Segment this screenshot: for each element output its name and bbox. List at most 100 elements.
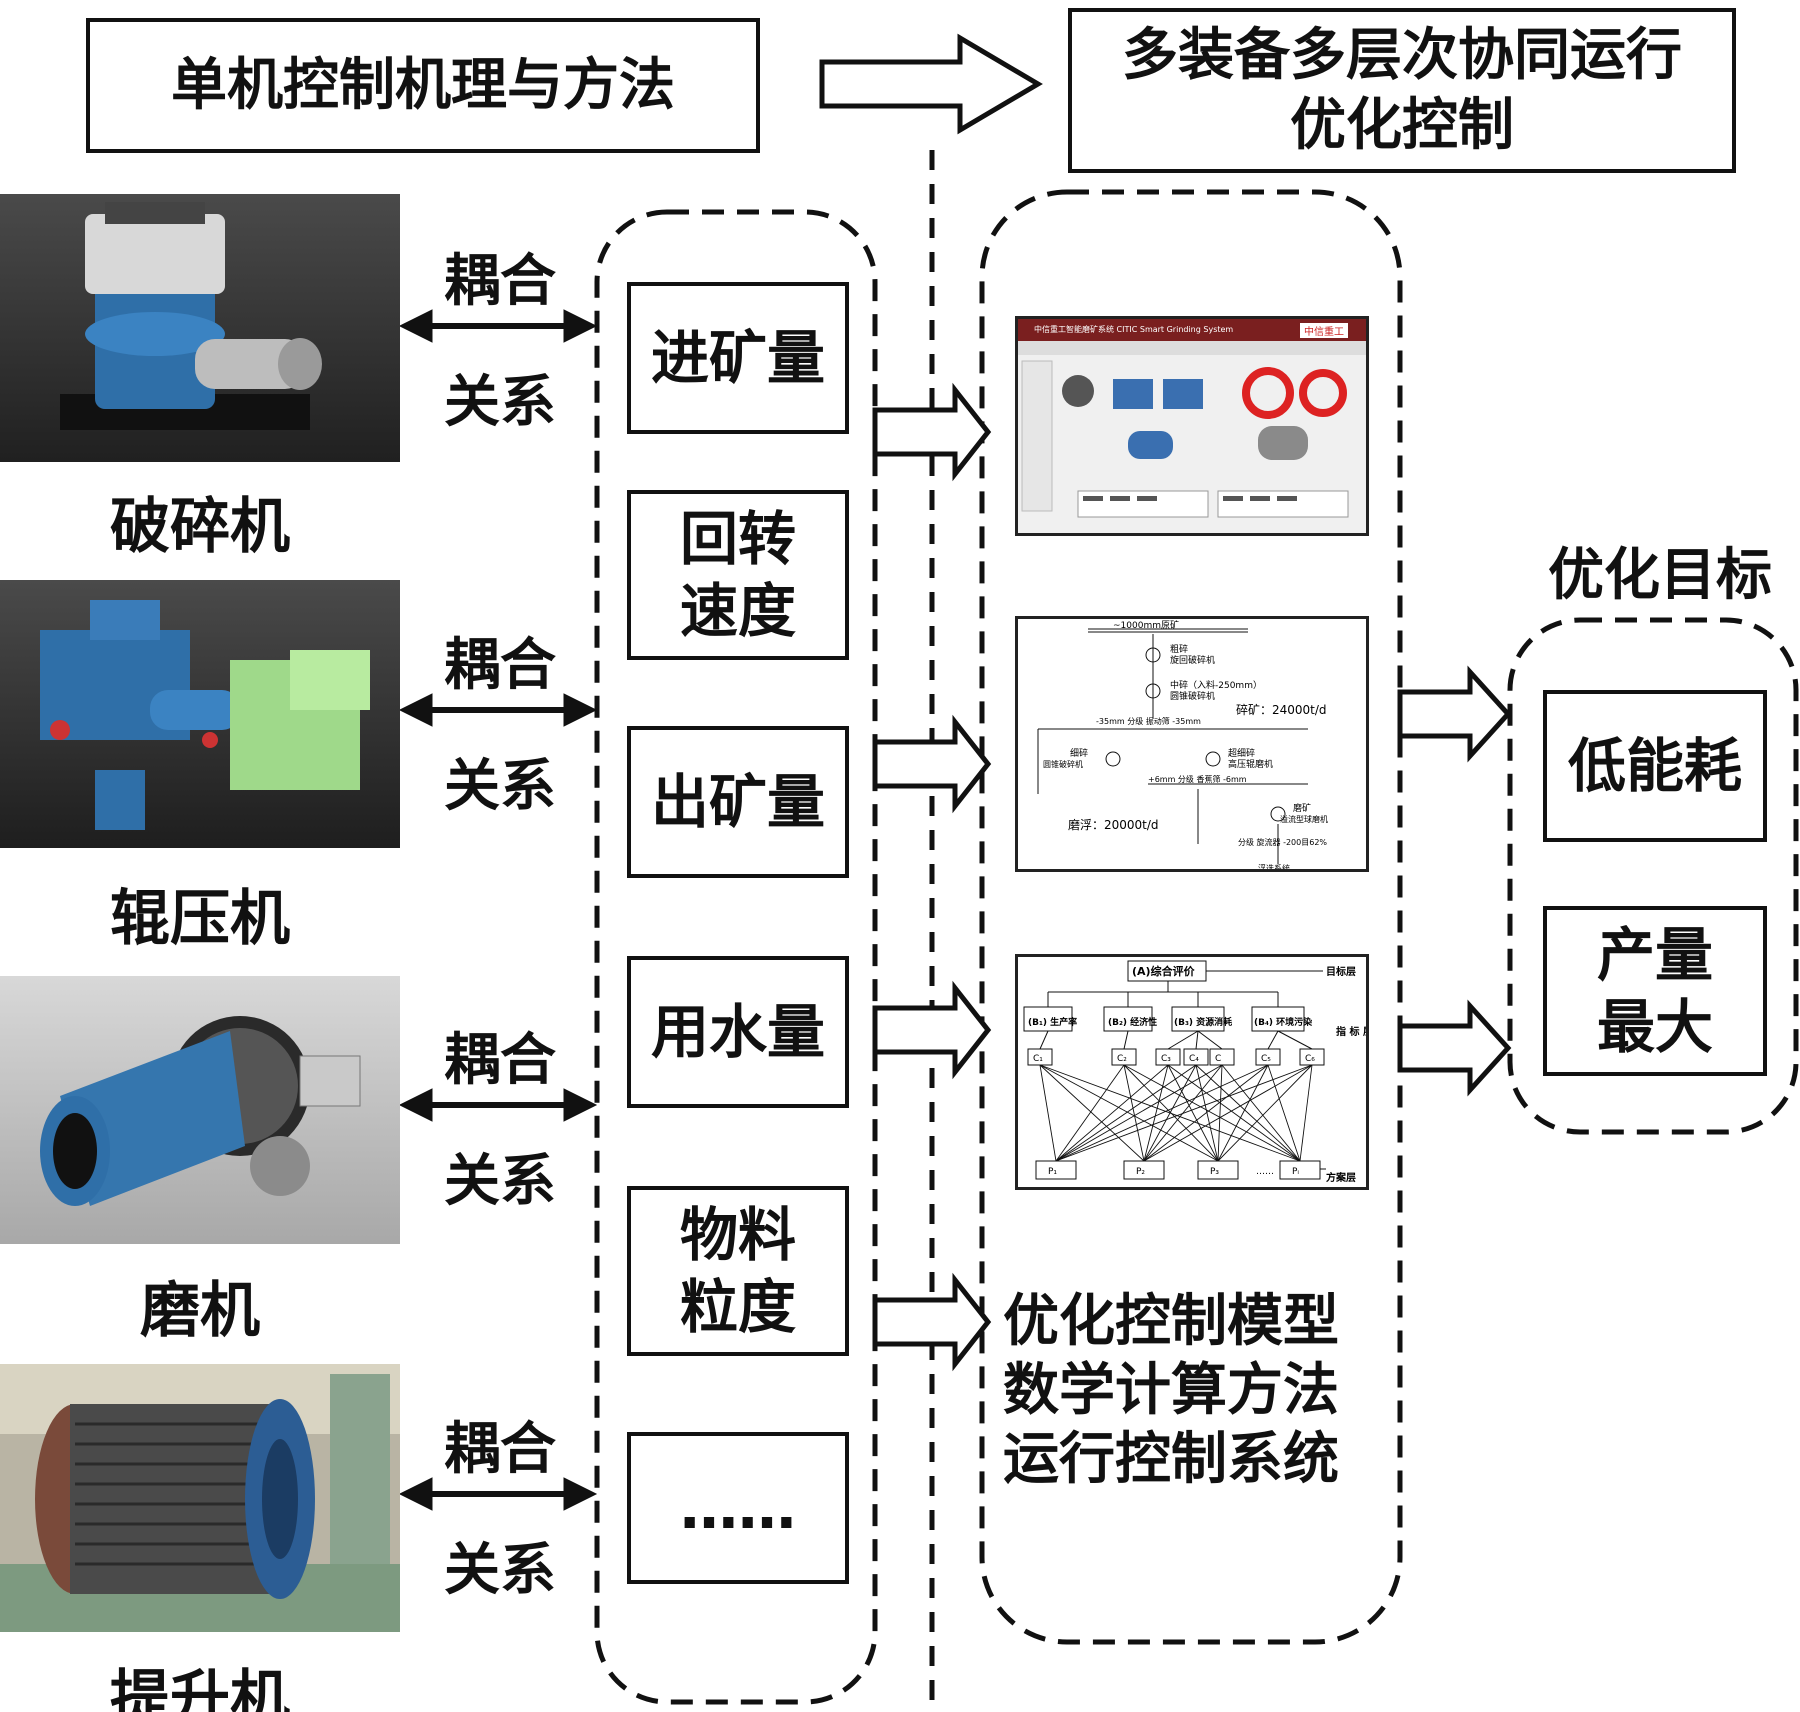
flow-feed: ~1000mm原矿 <box>1113 619 1179 631</box>
param-box-discharge-amount: 出矿量 <box>627 726 849 878</box>
ahp-edge <box>1221 1064 1301 1162</box>
param-label: 出矿量 <box>650 767 825 836</box>
model-text-block: 优化控制模型 数学计算方法 运行控制系统 <box>1003 1288 1383 1495</box>
top-hollow-arrow <box>819 33 1043 135</box>
param-box-more: …… <box>627 1432 849 1584</box>
param-label: …… <box>680 1473 796 1542</box>
ahp-c-node <box>1299 1048 1325 1066</box>
flow-gyratory: 旋回破碎机 <box>1170 654 1215 666</box>
coupling-label: 耦合 关系 <box>420 1015 580 1217</box>
flow-mid: 中碎（入料-250mm） <box>1170 679 1262 691</box>
hollow-arrow <box>1397 999 1512 1097</box>
ahp-edge <box>1167 1064 1219 1162</box>
model-line-1: 优化控制模型 <box>1003 1289 1339 1354</box>
ahp-c-label: C₁ <box>1033 1054 1043 1064</box>
ahp-edge <box>1055 1064 1197 1162</box>
ahp-b1: (B₁) 生产率 <box>1028 1016 1077 1028</box>
screenshot-body <box>1018 341 1366 518</box>
flow-cyclone: 分级 旋流器 -200目62% <box>1238 837 1327 847</box>
parameters-dashed-frame <box>594 209 878 1705</box>
objective-max-output: 产量 最大 <box>1543 906 1767 1076</box>
ahp-edge <box>1123 1064 1301 1162</box>
ahp-edge <box>1299 1064 1313 1162</box>
hollow-arrow <box>872 980 992 1080</box>
collaborative-control-box: 多装备多层次协同运行 优化控制 <box>1068 8 1736 173</box>
ahp-edge <box>1055 1064 1125 1162</box>
coupling-arrow <box>398 309 598 343</box>
ahp-c-node <box>1027 1048 1053 1066</box>
ahp-edge <box>1055 1064 1269 1162</box>
ahp-edge <box>1143 1064 1197 1162</box>
ahp-edge <box>1055 1064 1169 1162</box>
flow-grind-rate: 磨浮：20000t/d <box>1068 818 1159 832</box>
param-box-feed-amount: 进矿量 <box>627 282 849 434</box>
coupling-label: 耦合 关系 <box>420 236 580 438</box>
ahp-edge <box>1143 1064 1169 1162</box>
ahp-edge <box>1217 1064 1313 1162</box>
ahp-target-layer: 目标层 <box>1326 965 1356 978</box>
ahp-edge <box>1123 1030 1129 1050</box>
flow-screen: -35mm 分级 振动筛 -35mm <box>1096 716 1201 726</box>
ahp-c-label: C <box>1215 1054 1221 1064</box>
coupling-label-line1: 耦合 <box>444 633 556 698</box>
flow-cone: 圆锥破碎机 <box>1170 690 1215 702</box>
screenshot-title: 中信重工智能磨矿系统 CITIC Smart Grinding System <box>1034 325 1234 334</box>
ahp-c-node <box>1209 1048 1235 1066</box>
mill-label: 磨机 <box>140 1276 260 1346</box>
collaborative-control-title-line1: 多装备多层次协同运行 <box>1122 22 1682 88</box>
ahp-c-label: C₆ <box>1305 1054 1315 1064</box>
crusher-label: 破碎机 <box>110 492 290 562</box>
param-label: 物料 粒度 <box>679 1200 796 1342</box>
ahp-p-label: …… <box>1256 1167 1274 1177</box>
ahp-edge <box>1055 1064 1313 1162</box>
roller-press-photo <box>0 580 400 848</box>
collaborative-control-title-line2: 优化控制 <box>1290 92 1514 158</box>
ahp-b2: (B₂) 经济性 <box>1108 1016 1157 1028</box>
flow-fine: 细碎 <box>1070 747 1088 759</box>
crusher-icon <box>0 194 400 462</box>
flow-crush-rate: 碎矿：24000t/d <box>1236 702 1327 717</box>
coupling-label-line1: 耦合 <box>444 1417 556 1482</box>
ahp-edge <box>1039 1030 1049 1050</box>
ahp-edge <box>1195 1030 1199 1050</box>
ahp-index-layer: 指 标 层 <box>1336 1025 1369 1038</box>
ahp-edge <box>1267 1030 1279 1050</box>
process-flowchart: ~1000mm原矿 粗碎 旋回破碎机 中碎（入料-250mm） 圆锥破碎机 碎矿… <box>1037 619 1328 872</box>
ahp-p-node <box>1197 1160 1239 1180</box>
coupling-label-line1: 耦合 <box>444 249 556 314</box>
flow-wet: +6mm 分级 香蕉筛 -6mm <box>1148 774 1247 784</box>
ahp-p-node <box>1035 1160 1077 1180</box>
objective-label: 低能耗 <box>1567 731 1742 800</box>
hollow-arrow <box>872 1272 992 1372</box>
ahp-edge <box>1123 1064 1219 1162</box>
ahp-c-label: C₂ <box>1117 1054 1127 1064</box>
ahp-c-label: C₄ <box>1189 1054 1199 1064</box>
flow-mill: 磨矿 <box>1293 802 1311 814</box>
flow-flotation: 浮选系统 <box>1258 863 1290 872</box>
ahp-edge <box>1167 1030 1199 1050</box>
ahp-edge <box>1055 1064 1223 1162</box>
brand-logo: 中信重工 <box>1300 323 1348 338</box>
mill-photo <box>0 976 400 1244</box>
ahp-c-label: C₅ <box>1261 1054 1271 1064</box>
flow-hpgr: 高压辊磨机 <box>1228 758 1273 770</box>
flow-ultra: 超细碎 <box>1228 747 1255 759</box>
objectives-dashed-frame <box>1507 617 1799 1135</box>
screenshot-header: 中信重工智能磨矿系统 CITIC Smart Grinding System <box>1018 319 1366 341</box>
ahp-hierarchy: (A)综合评价 目标层 (B₁) 生产率 (B₂) 经济性 (B₃) 资源消耗 … <box>1023 960 1369 1184</box>
coupling-label-line1: 耦合 <box>444 1028 556 1093</box>
objective-low-energy: 低能耗 <box>1543 690 1767 842</box>
hollow-arrow <box>872 714 992 814</box>
ahp-edge <box>1277 1030 1313 1050</box>
model-line-3: 运行控制系统 <box>1003 1426 1339 1492</box>
ahp-c-node <box>1255 1048 1281 1066</box>
single-machine-control-box: 单机控制机理与方法 <box>86 18 760 153</box>
ahp-edge <box>1217 1064 1269 1162</box>
roller-press-icon <box>0 580 400 848</box>
ahp-b3: (B₃) 资源消耗 <box>1174 1016 1232 1028</box>
coupling-label-line2: 关系 <box>444 1538 556 1603</box>
param-label: 进矿量 <box>650 323 825 392</box>
ahp-edge <box>1039 1064 1145 1162</box>
ahp-p-label: P₃ <box>1210 1167 1219 1177</box>
